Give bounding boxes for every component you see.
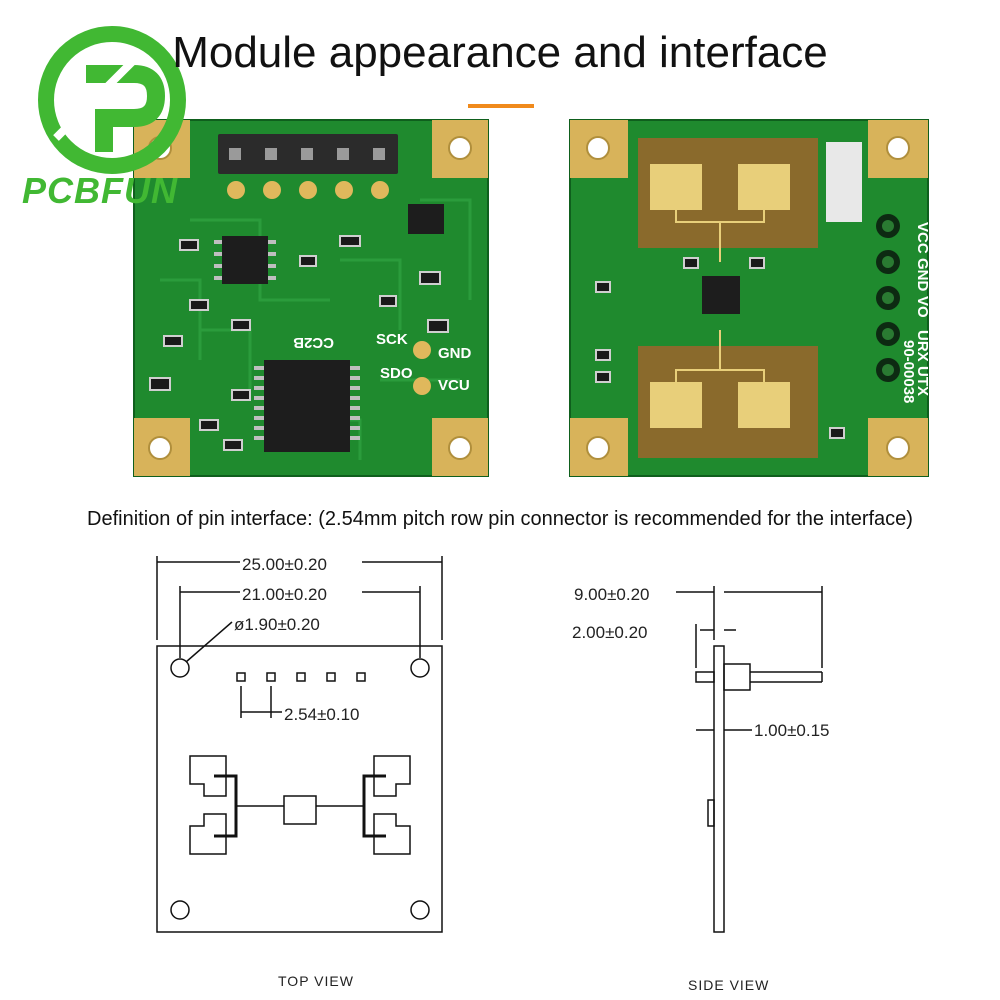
silkscreen-text: CC2B: [293, 334, 334, 351]
back-pin-label-urx: URX: [914, 330, 931, 362]
page-title: Module appearance and interface: [172, 28, 828, 77]
dim-board-offset: 2.00±0.20: [572, 623, 648, 642]
back-pin-label-vo: VO: [914, 296, 931, 318]
dim-hole-spacing: 21.00±0.20: [242, 585, 327, 604]
top-view-drawing: [156, 556, 443, 933]
pin-label-gnd: GND: [438, 345, 472, 362]
back-pin-label-utx: UTX: [914, 366, 931, 396]
back-pin-label-vcc: VCC: [914, 222, 931, 254]
dim-hole-diameter: ø1.90±0.20: [234, 615, 320, 634]
brand-name: PCBFUN: [22, 170, 178, 211]
title-accent-bar: [468, 104, 534, 108]
pcbfun-logo-icon: [38, 26, 186, 174]
pin-label-vcu: VCU: [438, 377, 470, 394]
dim-board-thickness: 1.00±0.15: [754, 721, 830, 740]
back-pin-label-gnd: GND: [914, 258, 931, 292]
side-view-label: SIDE VIEW: [688, 977, 769, 993]
pin-interface-caption: Definition of pin interface: (2.54mm pit…: [87, 508, 913, 530]
dim-overall-width: 25.00±0.20: [242, 555, 327, 574]
top-view-label: TOP VIEW: [278, 973, 354, 989]
part-number-text: 90-00038: [900, 340, 917, 403]
pin-label-sck: SCK: [376, 331, 408, 348]
side-view-drawing: [676, 586, 823, 933]
pin-label-sdo: SDO: [380, 365, 413, 382]
dim-pin-length: 9.00±0.20: [574, 585, 650, 604]
pcb-back-image: 90-00038 VCC GND VO URX UTX: [569, 119, 931, 477]
dim-pin-pitch: 2.54±0.10: [284, 705, 360, 724]
